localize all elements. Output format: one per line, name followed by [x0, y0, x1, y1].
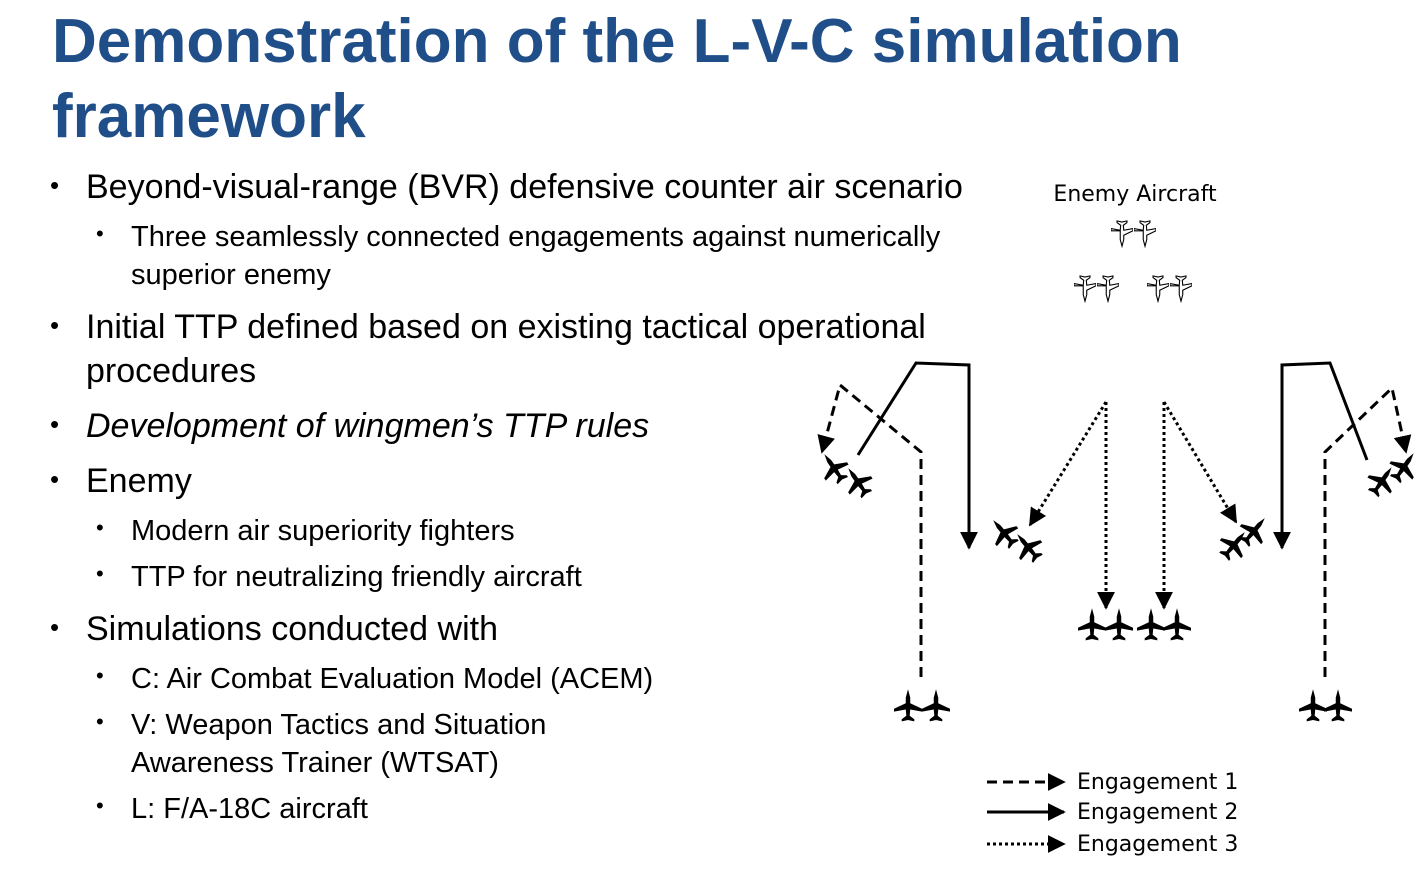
engagement-3-path-left	[1028, 401, 1108, 527]
enemy-jet-icon	[1097, 275, 1119, 302]
bullet-initial-ttp-line1: Initial TTP defined based on existing ta…	[86, 308, 926, 346]
enemy-jet-icon	[1134, 220, 1156, 247]
legend-engagement-3: Engagement 3	[1077, 832, 1238, 857]
friendly-jet-icon	[1078, 608, 1106, 641]
friendly-jet-icon	[1299, 689, 1327, 722]
enemy-jet-icon	[1074, 275, 1096, 302]
engagement-1-paths	[817, 382, 1412, 677]
friendly-jet-icon	[812, 446, 855, 489]
sub-bullet-wtsat-line2: Awareness Trainer (WTSAT)	[131, 747, 499, 779]
enemy-aircraft-label: Enemy Aircraft	[1053, 182, 1217, 207]
friendly-aircraft-group	[812, 445, 1425, 722]
sub-bullet-acem: C: Air Combat Evaluation Model (ACEM)	[131, 663, 654, 695]
sub-bullet-engagements-line1: Three seamlessly connected engagements a…	[131, 221, 941, 253]
sub-bullet-wtsat-line1: V: Weapon Tactics and Situation	[131, 709, 547, 741]
friendly-jet-icon	[1233, 509, 1276, 552]
friendly-jet-icon	[922, 689, 950, 722]
bullet-simulations: Simulations conducted with	[86, 610, 499, 648]
legend-engagement-1: Engagement 1	[1077, 770, 1238, 795]
friendly-jet-icon	[1105, 608, 1133, 641]
diagram-legend: Engagement 1 Engagement 2 Engagement 3	[987, 770, 1238, 857]
bullet-marker: •	[96, 561, 104, 586]
bullet-marker: •	[50, 409, 60, 439]
engagement-2-path-left	[856, 361, 978, 550]
title-line-1: Demonstration of the L-V-C simulation	[52, 7, 1182, 76]
engagement-2-paths	[856, 361, 1369, 550]
friendly-jet-icon	[1137, 608, 1165, 641]
bullet-marker: •	[50, 464, 60, 494]
title-line-2: framework	[52, 82, 366, 151]
sub-bullet-fa18c: L: F/A-18C aircraft	[131, 793, 368, 825]
friendly-jet-icon	[1324, 689, 1352, 722]
engagement-diagram: Enemy Aircraft	[812, 182, 1425, 857]
engagement-2-path-right	[1273, 361, 1369, 550]
bullet-marker: •	[96, 515, 104, 540]
engagement-1-path-right	[1323, 385, 1412, 677]
sub-bullet-fighters: Modern air superiority fighters	[131, 515, 515, 547]
friendly-jet-icon	[1383, 445, 1425, 488]
bullet-marker: •	[50, 612, 60, 642]
bullet-marker: •	[96, 663, 104, 688]
friendly-jet-icon	[1163, 608, 1191, 641]
sub-bullet-neutralizing: TTP for neutralizing friendly aircraft	[131, 561, 582, 593]
engagement-3-paths	[1028, 401, 1238, 610]
bullet-wingmen-ttp: Development of wingmen’s TTP rules	[86, 407, 650, 445]
bullet-marker: •	[50, 170, 60, 200]
slide-title: Demonstration of the L-V-C simulation fr…	[52, 4, 1352, 154]
bullet-enemy: Enemy	[86, 462, 192, 500]
bullet-marker: •	[50, 310, 60, 340]
enemy-aircraft-icon-group	[1074, 220, 1192, 302]
enemy-jet-icon	[1170, 275, 1192, 302]
engagement-3-path-right	[1162, 401, 1238, 524]
enemy-jet-icon	[1111, 220, 1133, 247]
bullet-list: • Beyond-visual-range (BVR) defensive co…	[50, 168, 963, 825]
friendly-jet-icon	[982, 511, 1025, 554]
friendly-jet-icon	[894, 689, 922, 722]
bullet-marker: •	[96, 709, 104, 734]
engagement-1-path-left	[817, 382, 923, 677]
enemy-jet-icon	[1147, 275, 1169, 302]
friendly-jet-icon	[1006, 525, 1049, 568]
legend-engagement-2: Engagement 2	[1077, 800, 1238, 825]
bullet-marker: •	[96, 221, 104, 246]
sub-bullet-engagements-line2: superior enemy	[131, 259, 331, 291]
bullet-initial-ttp-line2: procedures	[86, 352, 257, 390]
bullet-bvr-scenario: Beyond-visual-range (BVR) defensive coun…	[86, 168, 963, 206]
bullet-marker: •	[96, 793, 104, 818]
